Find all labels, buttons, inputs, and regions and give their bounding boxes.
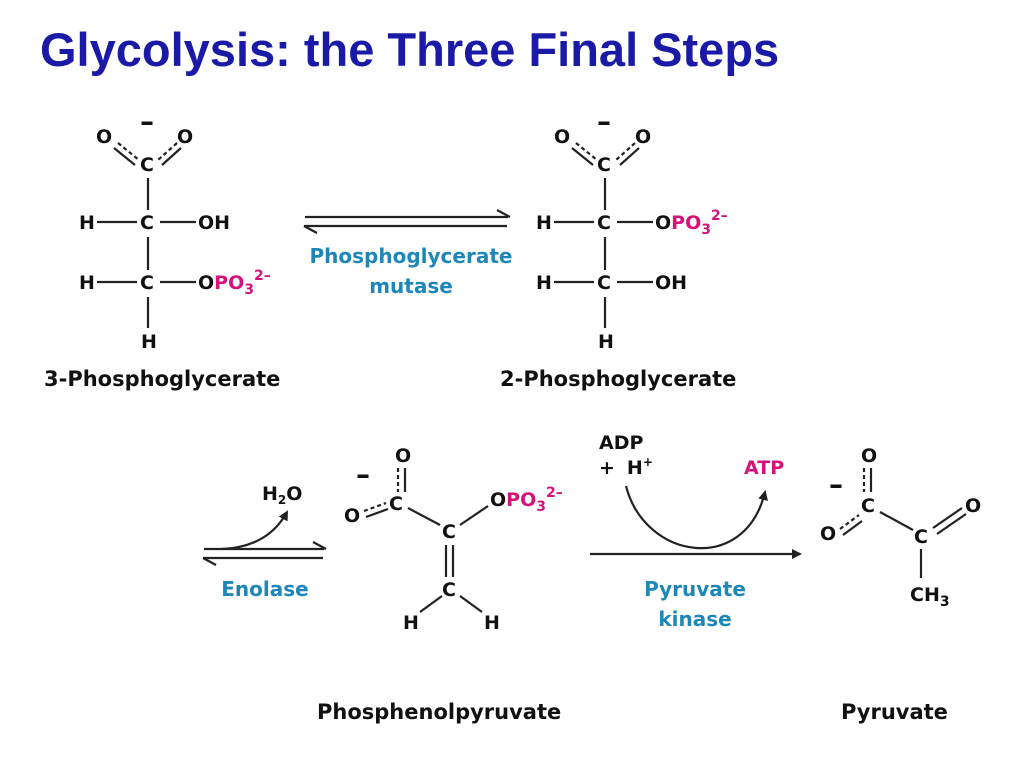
phosphate-group: OPO32–: [490, 485, 563, 515]
atp-label: ATP: [744, 457, 784, 479]
enzyme-label: Pyruvate: [644, 577, 746, 601]
partial-bond: [615, 142, 636, 161]
bond: [879, 511, 914, 531]
negative-charge: –: [597, 105, 611, 138]
enzyme-label: mutase: [369, 274, 453, 298]
atom-o: O: [177, 126, 193, 148]
methyl-group: CH3: [910, 584, 950, 610]
negative-charge: –: [140, 105, 154, 138]
atom-o: O: [861, 445, 877, 467]
bond: [842, 520, 863, 536]
negative-charge: –: [356, 458, 370, 491]
atom-h: H: [484, 612, 500, 634]
enzyme-label: Enolase: [221, 577, 308, 601]
molecule-2-phosphoglycerate: O O – C H C OPO32– H C OH H 2-Phosphogly…: [500, 105, 736, 391]
atom-c: C: [140, 212, 154, 234]
bond: [161, 147, 182, 166]
partial-bond: [117, 142, 140, 161]
molecule-name: 3-Phosphoglycerate: [44, 367, 280, 391]
atom-h: H: [598, 331, 614, 353]
atom-o: O: [820, 523, 836, 545]
proton-label: +H+: [599, 455, 653, 479]
reaction-mutase: Phosphoglycerate mutase: [303, 209, 513, 298]
partial-bond: [575, 142, 598, 161]
atom-c: C: [389, 493, 403, 515]
atom-c: C: [140, 154, 154, 176]
molecule-name: 2-Phosphoglycerate: [500, 367, 736, 391]
atom-c: C: [597, 154, 611, 176]
bond: [619, 147, 640, 166]
atom-c: C: [597, 272, 611, 294]
bond: [419, 595, 443, 613]
atom-h: H: [403, 612, 419, 634]
bond: [459, 595, 483, 613]
enzyme-label: Phosphoglycerate: [310, 244, 513, 268]
bond: [571, 147, 594, 166]
atom-o: O: [395, 445, 411, 467]
partial-bond: [839, 514, 860, 530]
atom-h: H: [141, 331, 157, 353]
arrow-head: [202, 557, 217, 566]
atom-c: C: [442, 579, 456, 601]
atom-o: O: [96, 126, 112, 148]
atom-o: O: [554, 126, 570, 148]
partial-bond: [157, 142, 178, 161]
bond: [365, 507, 389, 519]
adp-label: ADP: [599, 432, 643, 454]
bond: [407, 507, 441, 526]
bond: [936, 513, 967, 535]
atom-c: C: [861, 495, 875, 517]
reaction-enolase: H2O Enolase: [202, 483, 327, 601]
arrow-head: [303, 225, 318, 234]
atom-oh: OH: [655, 272, 687, 294]
atom-c: C: [140, 272, 154, 294]
negative-charge: –: [829, 468, 843, 501]
bond: [113, 147, 136, 166]
atom-h: H: [79, 212, 95, 234]
partial-bond: [363, 501, 387, 513]
phosphate-group: OPO32–: [655, 208, 728, 238]
reaction-pyruvate-kinase: ADP +H+ ATP Pyruvate kinase: [590, 432, 802, 631]
water-release-arrow: [221, 510, 288, 551]
water-label: H2O: [262, 483, 302, 507]
atom-c: C: [597, 212, 611, 234]
molecule-3-phosphoglycerate: O O – C H C OH H C OPO32– H 3-Phosphogly…: [44, 105, 280, 391]
atom-h: H: [536, 272, 552, 294]
atom-h: H: [536, 212, 552, 234]
enzyme-label: kinase: [658, 607, 731, 631]
phosphate-group: OPO32–: [198, 268, 271, 298]
atom-oh: OH: [198, 212, 230, 234]
arrow-head: [312, 541, 327, 550]
molecule-name: Phosphenolpyruvate: [317, 700, 561, 724]
arrow-head: [496, 209, 511, 218]
atom-o: O: [344, 505, 360, 527]
atom-o: O: [965, 495, 981, 517]
slide-title: Glycolysis: the Three Final Steps: [40, 23, 780, 76]
atom-c: C: [914, 526, 928, 548]
atom-o: O: [635, 126, 651, 148]
bond: [459, 505, 489, 526]
atom-c: C: [442, 521, 456, 543]
atom-h: H: [79, 272, 95, 294]
molecule-phosphoenolpyruvate: O – C O C OPO32– C H H Phosphenolpyruvat…: [317, 445, 563, 724]
molecule-pyruvate: O – C O C O CH3 Pyruvate: [820, 445, 981, 724]
cofactor-arrow: [624, 485, 768, 550]
bond: [932, 507, 963, 529]
molecule-name: Pyruvate: [841, 700, 948, 724]
